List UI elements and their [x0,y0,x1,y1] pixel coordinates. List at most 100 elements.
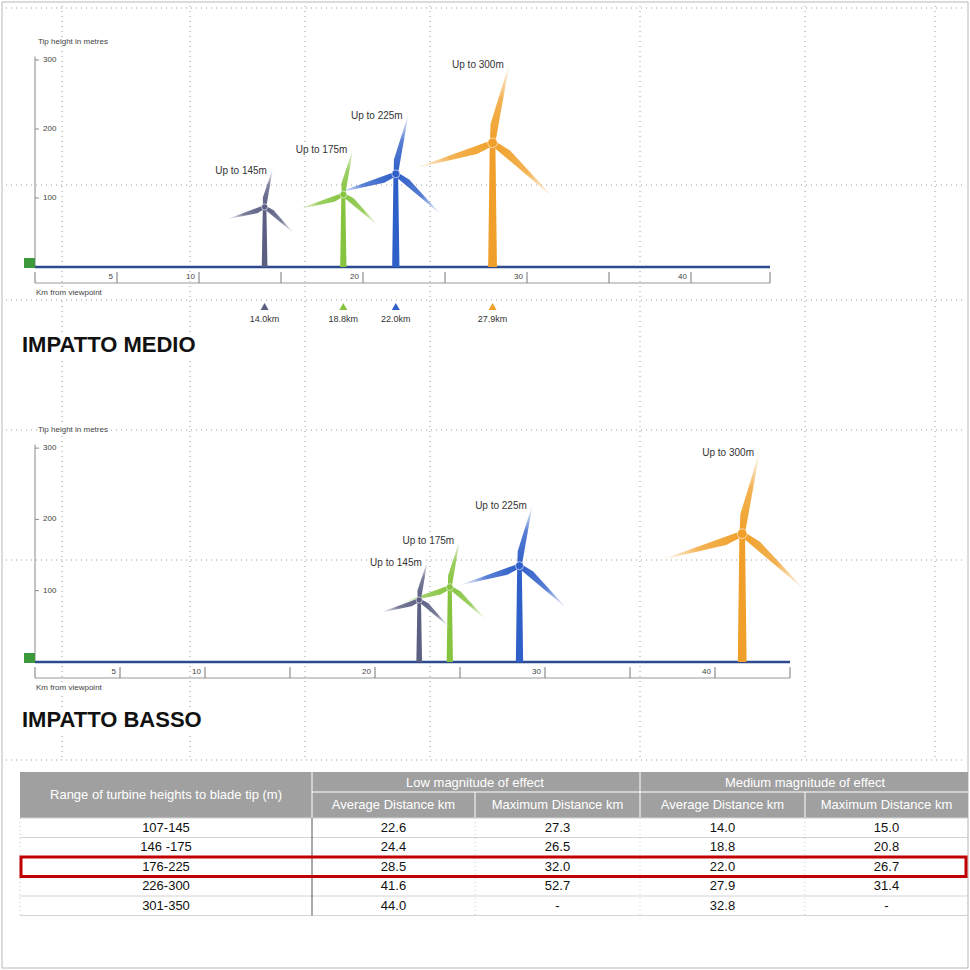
x-tick [290,667,291,678]
axis-label: 100 [42,193,57,202]
table-header-cell: Maximum Distance km [807,798,967,813]
turbine-hub [392,170,400,178]
y-tick [35,590,39,591]
grid-line [62,6,63,760]
table-cell: 22.6 [317,820,470,835]
table-cell: 44.0 [317,898,470,913]
section-heading: IMPATTO MEDIO [20,332,198,357]
turbine-tower [447,587,453,662]
distance-label: 14.0km [249,314,281,324]
axis-label: Tip height in metres [37,37,109,46]
turbine-label: Up to 145m [369,557,423,569]
turbine-blade [226,205,266,222]
turbine-blade [379,598,420,616]
y-tick [35,129,39,130]
x-tick [199,272,200,283]
grid-line [935,6,936,760]
header-divider [640,772,641,818]
turbine-hub [737,529,747,539]
wind-turbine [226,167,297,267]
table-cell: 176-225 [25,859,307,874]
table-cell: 28.5 [317,859,470,874]
x-tick [527,272,528,283]
turbine-tower [392,174,399,267]
grid-line [805,6,806,760]
x-tick [545,667,546,678]
table-header-cell: Average Distance km [314,798,474,813]
y-tick [35,198,39,199]
table-cell: 26.7 [810,859,963,874]
x-axis [35,661,790,664]
grid-line [6,300,964,301]
header-divider [805,792,806,818]
axis-label: 5 [111,667,117,676]
turbine-blade [413,140,494,174]
x-tick [460,667,461,678]
turbine-label: Up to 225m [350,110,404,122]
turbine-blade [394,170,445,217]
x-tick [281,272,282,283]
x-tick [770,272,771,283]
turbine-blade [518,562,570,610]
x-tick [375,667,376,678]
table-cell: - [480,898,635,913]
turbine-tower [738,534,747,662]
table-cell: 24.4 [317,840,470,855]
turbine-label: Up to 300m [451,59,505,71]
axis-label: 30 [513,272,524,281]
axis-label: 10 [185,272,196,281]
grid-line [6,760,964,761]
y-axis [35,445,36,662]
turbine-tower [488,143,497,267]
wind-turbine [413,61,558,267]
grid-line [640,6,641,760]
grid-line [305,6,306,760]
y-tick [35,448,39,449]
origin-marker [24,258,35,268]
x-tick [35,272,36,283]
axis-label: 300 [42,444,57,453]
distance-label: 22.0km [380,314,412,324]
distance-marker [489,303,497,310]
turbine-blade [458,564,521,591]
table-cell: 226-300 [25,879,307,894]
grid-line [6,560,964,561]
turbine-tower [340,195,346,267]
axis-label: 5 [108,272,114,281]
column-rule [475,818,476,916]
table-cell: 301-350 [25,898,307,913]
row-rule [20,818,968,819]
axis-label: 40 [701,667,712,676]
turbine-label: Up to 175m [401,536,455,548]
x-tick [35,667,36,678]
axis-label: 20 [361,667,372,676]
table [20,772,968,916]
turbine-hub [416,597,422,603]
x-scale-line [35,678,790,679]
turbine-blade [740,529,809,593]
x-scale-line [35,283,770,284]
turbine-label: Up to 145m [214,165,268,177]
axis-label: Km from viewpoint [35,288,103,297]
table-cell: - [810,898,963,913]
y-axis [35,57,36,267]
y-tick [35,60,39,61]
axis-label: 100 [42,586,57,595]
column-rule [805,818,806,916]
grid-line [6,8,964,9]
x-tick [205,667,206,678]
x-tick [445,272,446,283]
wind-turbine [458,502,571,662]
axis-label: 200 [42,515,57,524]
axis-label: Km from viewpoint [35,683,103,692]
wind-turbine [660,449,810,662]
table-cell: 27.9 [645,879,800,894]
table-cell: 32.0 [480,859,635,874]
distance-label: 18.8km [328,314,360,324]
x-tick [120,667,121,678]
turbine-blade [418,597,452,629]
table-header-cell: Low magnitude of effect [325,776,625,791]
grid-line [6,430,964,431]
